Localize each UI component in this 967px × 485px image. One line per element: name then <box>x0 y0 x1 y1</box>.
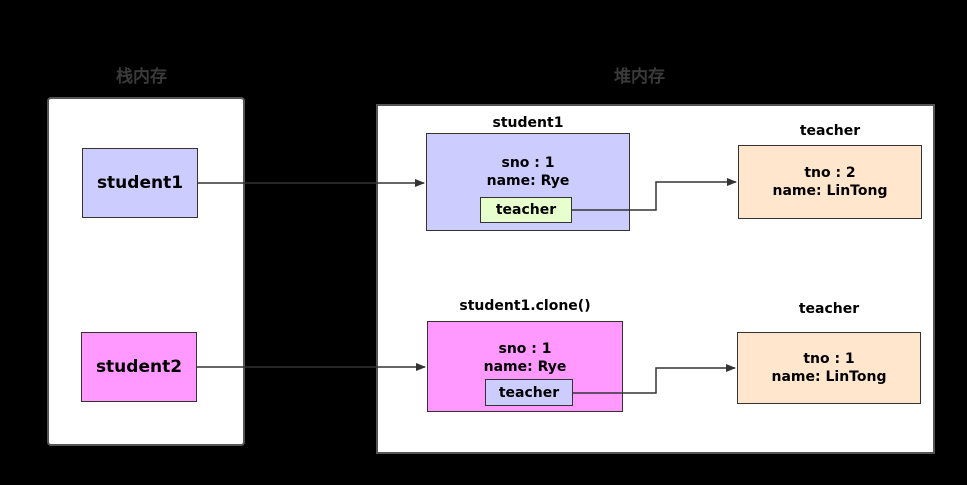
clone-object-title: student1.clone() <box>459 298 591 314</box>
teacher1-tno: tno : 2 <box>804 165 856 181</box>
stack-student1-label: student1 <box>96 173 184 193</box>
heap-heading: 堆内存 <box>614 67 665 87</box>
clone-teacher-ref-label: teacher <box>498 384 560 401</box>
clone-teacher-ref: teacher <box>485 379 573 406</box>
teacher2-box: tno : 1 name: LinTong <box>737 332 921 404</box>
teacher1-box: tno : 2 name: LinTong <box>738 145 922 219</box>
stack-student2-label: student2 <box>95 357 183 377</box>
teacher2-tno: tno : 1 <box>803 351 855 367</box>
teacher2-title: teacher <box>798 301 860 317</box>
student1-teacher-ref: teacher <box>480 197 572 223</box>
student1-name: name: Rye <box>486 173 570 189</box>
student1-sno: sno : 1 <box>501 155 555 171</box>
clone-name: name: Rye <box>483 359 567 375</box>
teacher1-name: name: LinTong <box>772 183 888 199</box>
stack-student1-box: student1 <box>82 148 198 218</box>
teacher1-title: teacher <box>799 123 861 139</box>
arrow-ref1-to-teacher1 <box>572 178 737 211</box>
stack-heading: 栈内存 <box>116 67 167 87</box>
teacher2-name: name: LinTong <box>771 369 887 385</box>
clone-sno: sno : 1 <box>498 341 552 357</box>
student1-object-title: student1 <box>492 115 564 131</box>
stack-student2-box: student2 <box>81 332 197 402</box>
student1-teacher-ref-label: teacher <box>495 202 557 218</box>
arrow-ref2-to-teacher2 <box>573 364 736 394</box>
